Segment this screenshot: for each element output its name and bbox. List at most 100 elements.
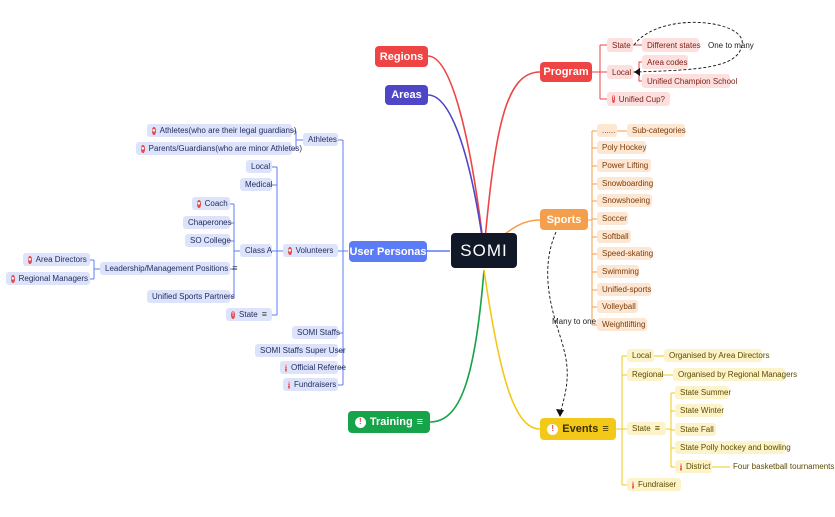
sports-item[interactable]: Volleyball [597,300,638,313]
many-to-one-label: Many to one [552,317,597,326]
persona-athletes[interactable]: Athletes [303,133,338,146]
leadership-regional-managers[interactable]: ●Regional Managers [6,272,90,285]
area-codes-label: Area codes [647,57,688,67]
sports-item[interactable]: Weightlifting [597,318,647,331]
regional-note-label: Organised by Regional Managers [678,370,798,379]
volunteer-local[interactable]: Local [246,160,272,173]
volunteer-class-a[interactable]: Class A [240,244,272,257]
fundraisers-label: Fundraisers [294,380,337,389]
program-area-codes[interactable]: Area codes [642,55,688,69]
training-label: Training [369,416,413,428]
events-state[interactable]: State≡ [627,422,666,435]
person-icon: ● [152,126,156,135]
volunteer-medical[interactable]: Medical [240,178,273,191]
class-a-chaperones[interactable]: Chaperones [183,216,232,229]
persona-athletes-guardians[interactable]: ●Athletes(who are their legal guardians) [147,124,297,137]
events-label: Events [562,423,599,435]
persona-parents-guardians[interactable]: ●Parents/Guardians(who are minor Athlete… [136,142,302,155]
sports-label: Sports [546,213,582,226]
class-a-leadership[interactable]: Leadership/Management Positions≡ [100,262,237,275]
class-a-so-college[interactable]: SO College [185,234,231,247]
sports-item-label: Poly Hockey [602,143,647,152]
warning-icon: ! [632,480,634,489]
sports-item-label: Soccer [602,214,627,223]
state-event-item[interactable]: State Fall [675,423,716,436]
program-local[interactable]: Local [607,65,633,79]
chaperones-label: Chaperones [188,218,232,227]
state-event-item[interactable]: State Summer [675,386,731,399]
volunteer-state[interactable]: !State≡ [226,308,272,321]
sports-item[interactable]: Softball [597,230,631,243]
persona-volunteers[interactable]: ●Volunteers [283,244,338,257]
warning-icon: ! [547,423,559,435]
persona-fundraisers[interactable]: !Fundraisers [283,378,338,391]
person-icon: ● [197,199,201,208]
sports-item[interactable]: Soccer [597,212,628,225]
sports-item-label: Softball [602,232,629,241]
unified-partners-label: Unified Sports Partners [152,292,235,301]
persona-links [90,130,348,386]
sports-item[interactable]: Snowboarding [597,177,653,190]
events-fundraiser[interactable]: !Fundraiser [627,478,681,491]
state-item-label: State Fall [680,425,714,434]
class-a-coach[interactable]: ●Coach [192,197,230,210]
sports-item[interactable]: Speed-skating [597,247,653,260]
somi-staffs-label: SOMI Staffs [297,328,340,337]
branch-events [483,269,541,430]
notes-icon: ≡ [261,309,267,319]
program-unified-cup[interactable]: !Unified Cup? [607,92,670,106]
persona-somi-staffs[interactable]: SOMI Staffs [292,326,340,339]
one-to-many-label: One to many [708,41,754,50]
sports-item-label: Volleyball [602,302,636,311]
main-node-sports[interactable]: Sports [540,209,588,230]
notes-icon: ≡ [654,423,660,433]
state-event-item[interactable]: State Winter [675,404,725,417]
main-node-program[interactable]: Program [540,62,592,82]
person-icon: ● [141,144,145,153]
subcategories-label: Sub-categories [632,126,686,135]
sports-item[interactable]: Swimming [597,265,639,278]
coach-label: Coach [204,199,228,208]
regions-label: Regions [379,50,424,63]
main-node-training[interactable]: !Training≡ [348,411,430,433]
district-label: District [686,462,711,471]
sports-item[interactable]: Snowshoeing [597,194,652,207]
sports-item[interactable]: Unified-sports [597,283,651,296]
program-unified-champion-school[interactable]: Unified Champion School [642,74,737,88]
athletes-guardians-label: Athletes(who are their legal guardians) [159,126,297,135]
main-node-areas[interactable]: Areas [385,85,428,105]
somi-super-label: SOMI Staffs Super User [260,346,346,355]
leadership-label: Leadership/Management Positions [105,264,229,273]
main-node-user-personas[interactable]: User Personas [349,241,427,262]
district-note[interactable]: Four basketball tournaments [728,460,834,473]
one-to-many-relation [633,21,743,73]
program-different-states[interactable]: Different states [642,38,701,52]
local-note-label: Organised by Area Directors [669,351,770,360]
class-a-unified-partners[interactable]: Unified Sports Partners [147,290,235,303]
regional-managers-label: Regional Managers [18,274,88,283]
events-local-note[interactable]: Organised by Area Directors [664,349,770,362]
warning-icon: ! [285,363,287,372]
sports-item[interactable]: ...... [597,124,617,137]
state-district[interactable]: !District [675,460,712,473]
sports-item-label: Snowshoeing [602,196,651,205]
events-local[interactable]: Local [627,349,654,362]
leadership-area-directors[interactable]: ●Area Directors [23,253,90,266]
main-node-events[interactable]: !Events≡ [540,418,616,440]
class-a-label: Class A [245,246,273,255]
person-icon: ● [28,255,32,264]
parents-label: Parents/Guardians(who are minor Athletes… [148,144,303,153]
persona-somi-super-user[interactable]: SOMI Staffs Super User [255,344,346,357]
sports-item[interactable]: Power Lifting [597,159,651,172]
events-regional-note[interactable]: Organised by Regional Managers [673,368,797,381]
persona-official-referee[interactable]: !Official Referee [280,361,346,374]
state-item-label: State Winter [680,406,725,415]
sports-item[interactable]: Poly Hockey [597,141,646,154]
program-state[interactable]: State [607,38,633,52]
root-node[interactable]: SOMI [451,233,517,268]
main-node-regions[interactable]: Regions [375,46,428,67]
sports-item-label: Power Lifting [602,161,649,170]
sports-subcategories[interactable]: Sub-categories [627,124,686,137]
state-event-item[interactable]: State Polly hockey and bowling [675,441,791,454]
events-regional[interactable]: Regional [627,368,664,381]
